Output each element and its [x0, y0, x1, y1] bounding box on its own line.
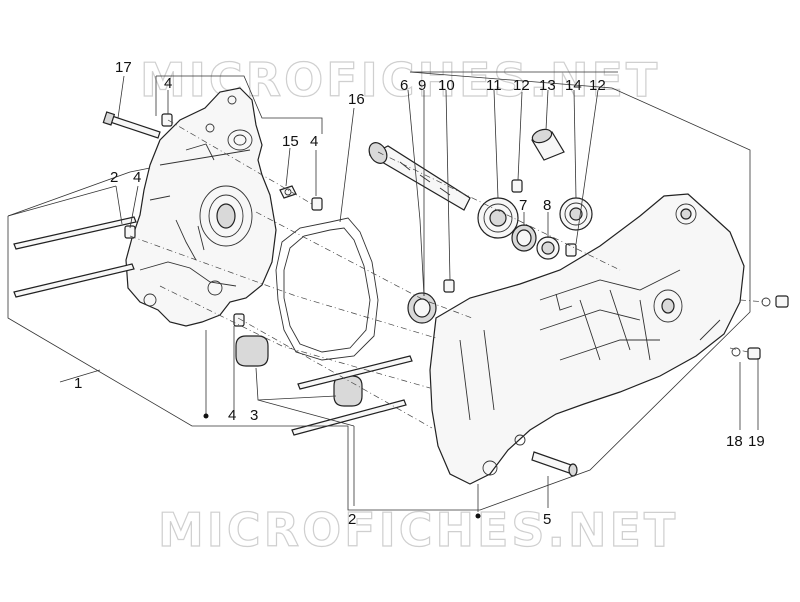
reference-dots [203, 413, 481, 519]
pin-5 [531, 451, 578, 477]
callout-16: 16 [348, 91, 365, 108]
callout-4-right: 4 [310, 133, 318, 150]
callout-2-bottom: 2 [348, 511, 356, 528]
rubber-bushings-3 [235, 335, 363, 407]
drive-shaft-6 [368, 142, 471, 211]
right-crankcase-half [429, 193, 745, 485]
callout-17: 17 [115, 59, 132, 76]
bearing-11 [477, 197, 519, 239]
leader-lines [7, 71, 759, 512]
gasket-16 [275, 217, 379, 361]
callout-7: 7 [519, 197, 527, 214]
callout-12-right: 12 [589, 77, 606, 94]
screws-18-19 [731, 295, 789, 360]
long-studs-left [13, 216, 137, 298]
oil-seal-7 [511, 224, 537, 252]
callout-2-left: 2 [110, 169, 118, 186]
callout-1: 1 [74, 375, 82, 392]
fitting-15 [279, 185, 297, 199]
callout-10: 10 [438, 77, 455, 94]
callout-19: 19 [748, 433, 765, 450]
callout-13: 13 [539, 77, 556, 94]
ring-8 [536, 236, 560, 260]
assembly-axes [129, 119, 767, 429]
watermark-bottom: MICROFICHES.NET [158, 503, 678, 557]
callout-8: 8 [543, 197, 551, 214]
callout-11: 11 [486, 77, 502, 94]
callout-9: 9 [418, 77, 426, 94]
dowels-10-12 [443, 179, 577, 293]
bearing-14 [559, 197, 593, 231]
callout-5: 5 [543, 511, 551, 528]
callout-12-left: 12 [513, 77, 530, 94]
bushing-13 [531, 128, 565, 161]
callout-14: 14 [565, 77, 582, 94]
callout-3: 3 [250, 407, 258, 424]
left-crankcase-half [125, 87, 277, 327]
callout-18: 18 [726, 433, 743, 450]
bolt-17 [102, 111, 161, 139]
callout-numbers: 17 4 15 4 2 4 16 6 9 10 11 12 13 14 12 7… [74, 59, 765, 528]
callout-6: 6 [400, 77, 408, 94]
callout-4-top: 4 [164, 75, 172, 92]
dowel-pins-left [124, 113, 323, 327]
callout-4-left: 4 [133, 169, 141, 186]
seal-9 [407, 292, 437, 324]
callout-4-bottom: 4 [228, 407, 236, 424]
callout-15: 15 [282, 133, 299, 150]
